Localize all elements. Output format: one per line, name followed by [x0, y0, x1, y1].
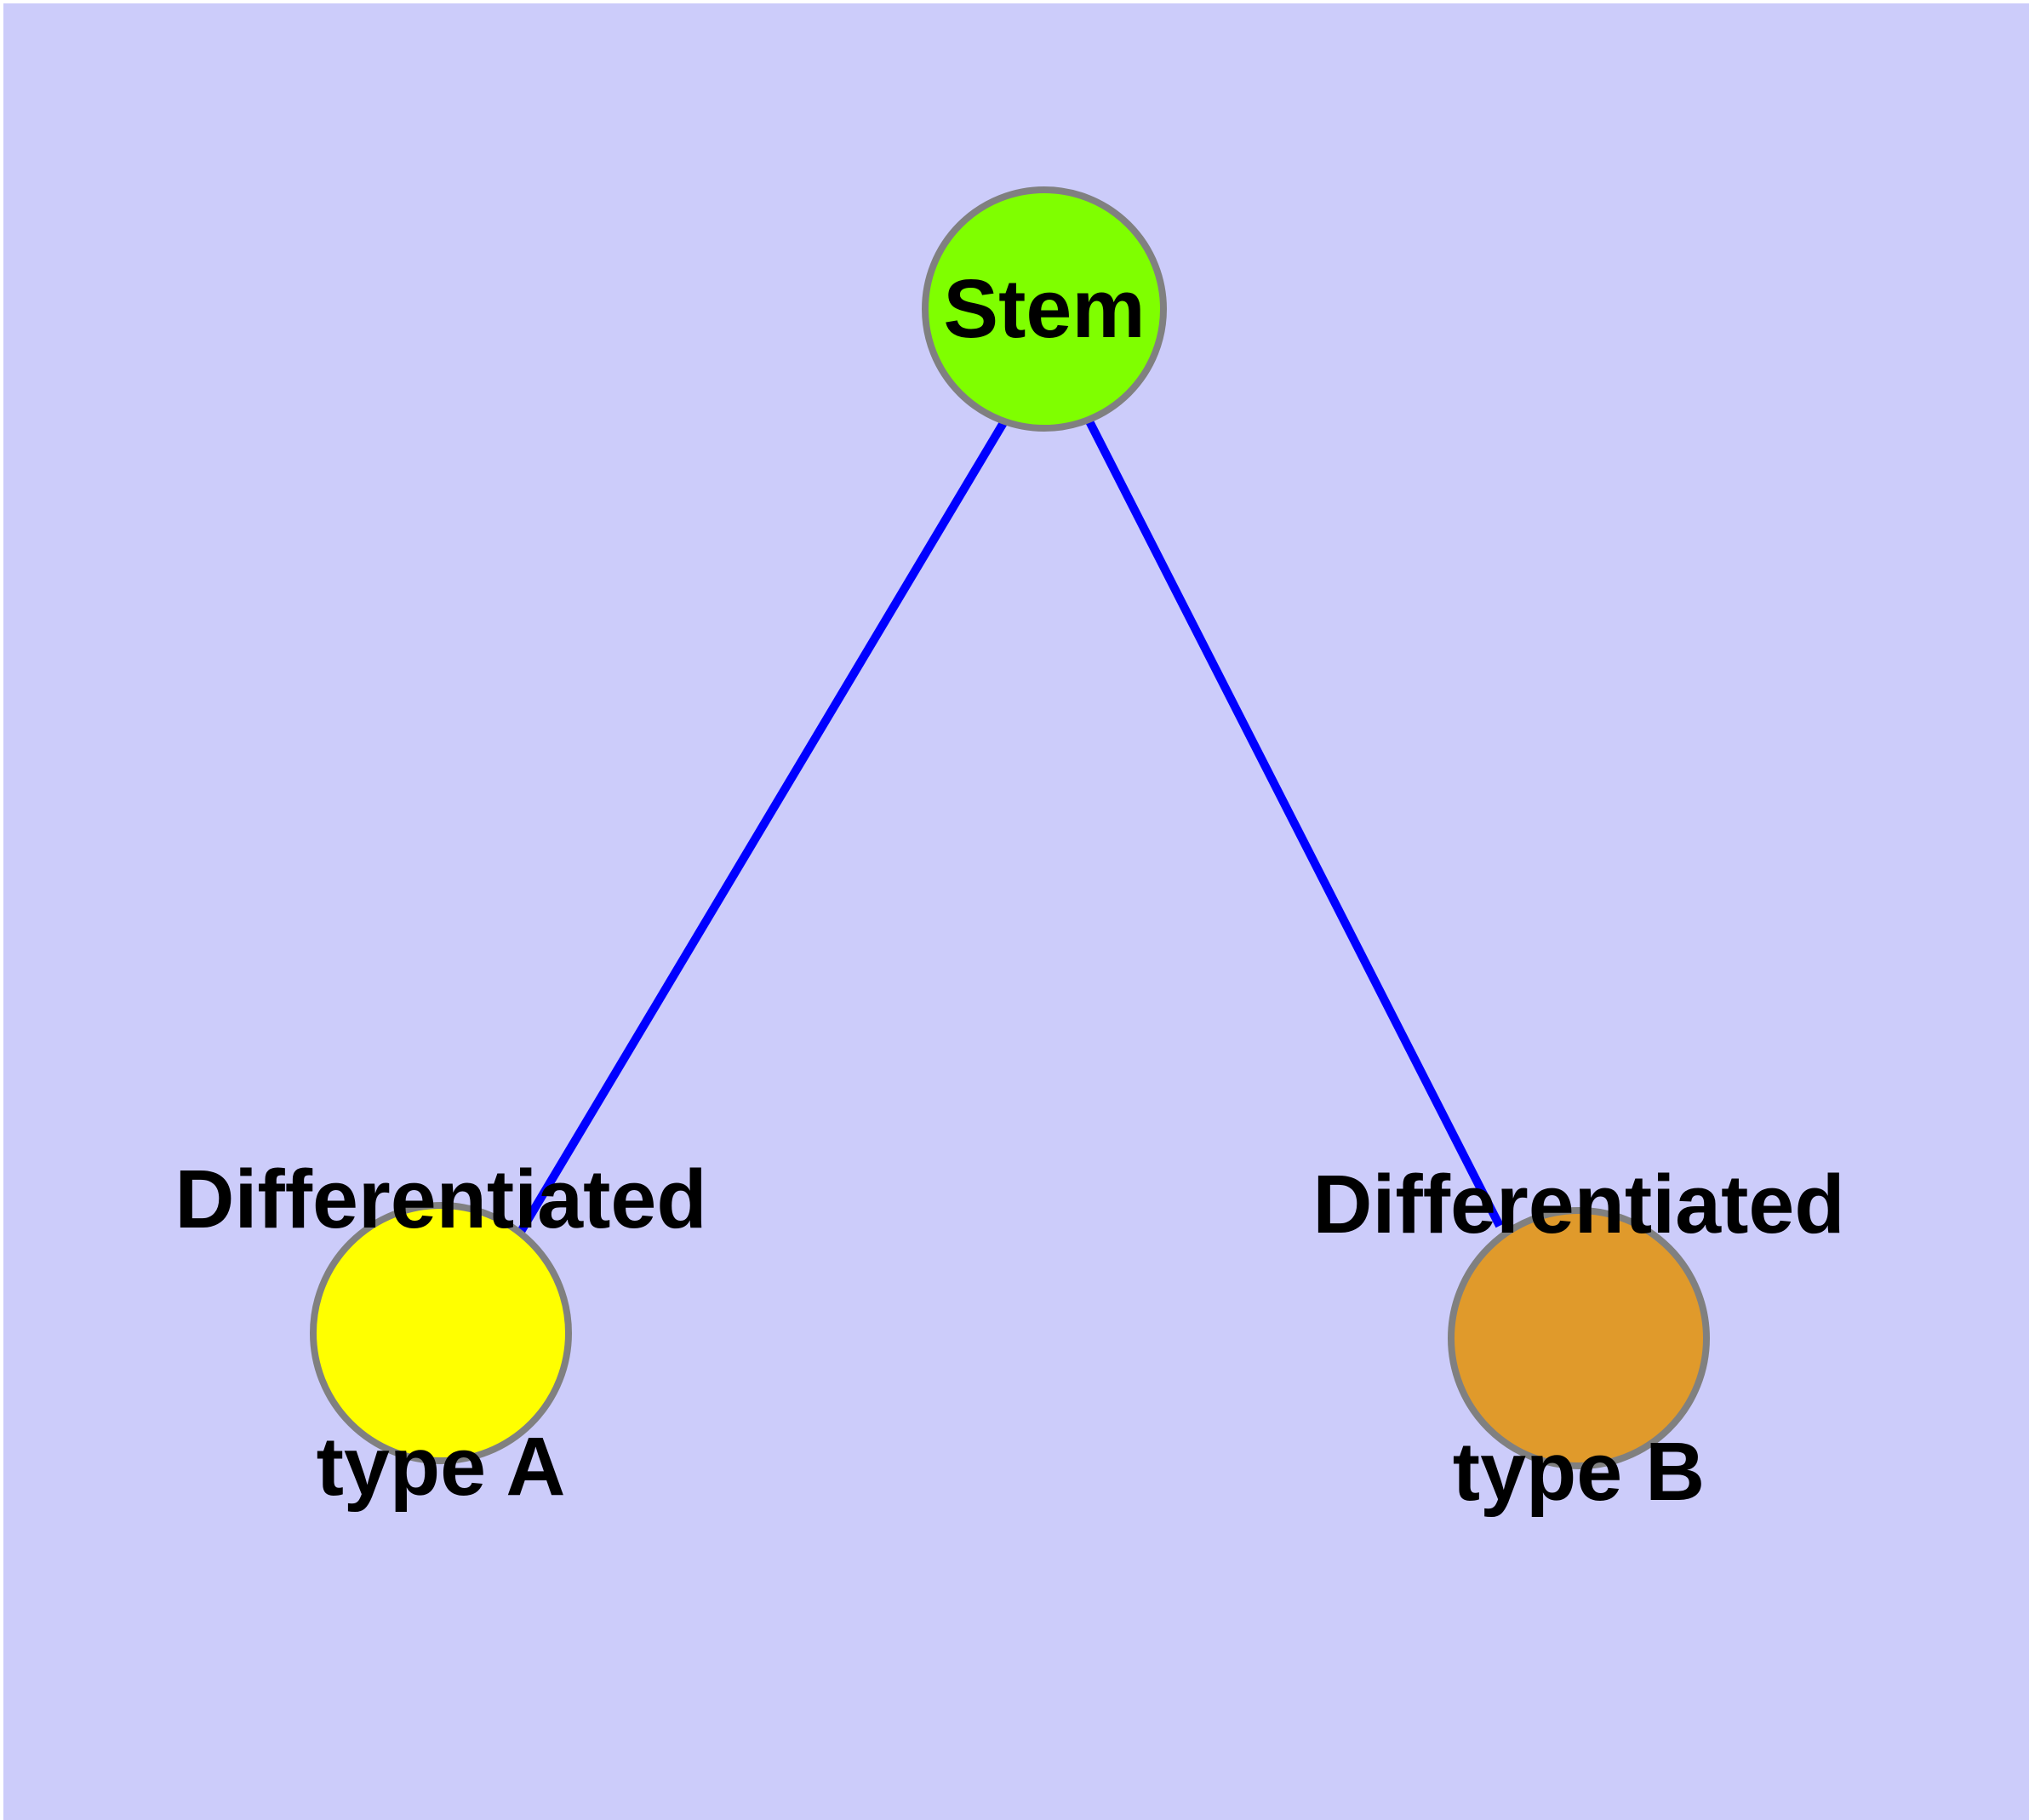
node-diff-b-circle[interactable]: [1448, 1207, 1710, 1469]
edge-layer: [515, 419, 1504, 1237]
edge-stem-to-diff-b[interactable]: [1085, 419, 1504, 1228]
edge-stem-to-diff-a[interactable]: [515, 419, 1009, 1237]
node-diff-a-circle[interactable]: [310, 1202, 572, 1464]
node-layer: [310, 186, 1710, 1469]
node-stem-circle[interactable]: [922, 186, 1167, 432]
